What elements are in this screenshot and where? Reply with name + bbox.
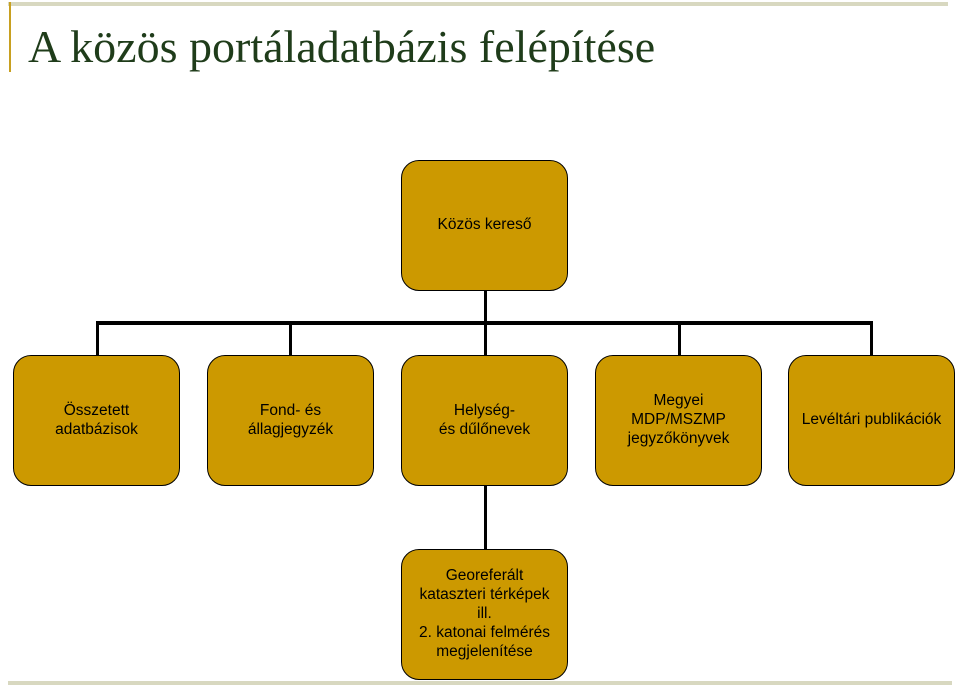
node-grandchild[interactable]: Georeferált kataszteri térképek ill. 2. … <box>401 549 568 680</box>
node-child-2-label: Fond- és állagjegyzék <box>247 401 334 438</box>
connector-to-grandchild <box>484 485 487 550</box>
connector-drop-4 <box>678 323 681 356</box>
node-root[interactable]: Közös kereső <box>401 160 568 291</box>
node-grandchild-label: Georeferált kataszteri térképek ill. 2. … <box>419 567 550 660</box>
page-title: A közös portáladatbázis felépítése <box>28 21 656 72</box>
node-child-4[interactable]: Megyei MDP/MSZMP jegyzőkönyvek <box>595 355 762 486</box>
node-child-2[interactable]: Fond- és állagjegyzék <box>207 355 374 486</box>
node-root-label: Közös kereső <box>437 216 532 234</box>
node-child-5-label: Levéltári publikációk <box>801 411 942 429</box>
top-decor-line <box>8 2 948 6</box>
connector-drop-2 <box>289 323 292 356</box>
node-child-1[interactable]: Összetett adatbázisok <box>13 355 180 486</box>
bottom-decor-line <box>8 681 952 685</box>
node-child-3-label: Helység- és dűlőnevek <box>438 401 531 438</box>
connector-drop-3 <box>484 323 487 356</box>
connector-root-down <box>484 290 487 323</box>
connector-drop-1 <box>96 323 99 356</box>
node-child-4-label: Megyei MDP/MSZMP jegyzőkönyvek <box>627 392 730 447</box>
node-child-5[interactable]: Levéltári publikációk <box>788 355 955 486</box>
connector-drop-5 <box>870 323 873 356</box>
node-child-1-label: Összetett adatbázisok <box>55 401 138 438</box>
left-accent-line <box>9 2 11 72</box>
node-child-3[interactable]: Helység- és dűlőnevek <box>401 355 568 486</box>
